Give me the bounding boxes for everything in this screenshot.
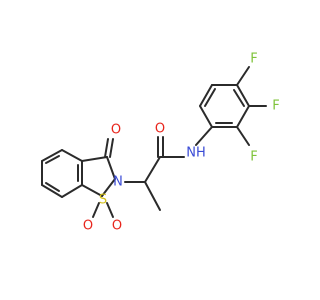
- atom-o-sulfonyl-1: O: [83, 219, 93, 234]
- atom-f-meta: F: [272, 99, 279, 114]
- atom-o-amide: O: [155, 122, 165, 137]
- atom-f-ortho: F: [250, 150, 257, 165]
- atom-labels: O N S O O O NH F F F: [83, 52, 280, 234]
- atom-o-sulfonyl-2: O: [112, 219, 122, 234]
- atom-s-sulfonyl: S: [99, 193, 107, 208]
- atom-f-para: F: [250, 52, 257, 67]
- atom-n-ring: N: [113, 175, 123, 190]
- atom-nh-amide: NH: [186, 146, 206, 161]
- bond-lines: [41, 66, 267, 218]
- atom-o-ketone: O: [111, 123, 121, 138]
- molecule-structure: O N S O O O NH F F F: [41, 52, 280, 234]
